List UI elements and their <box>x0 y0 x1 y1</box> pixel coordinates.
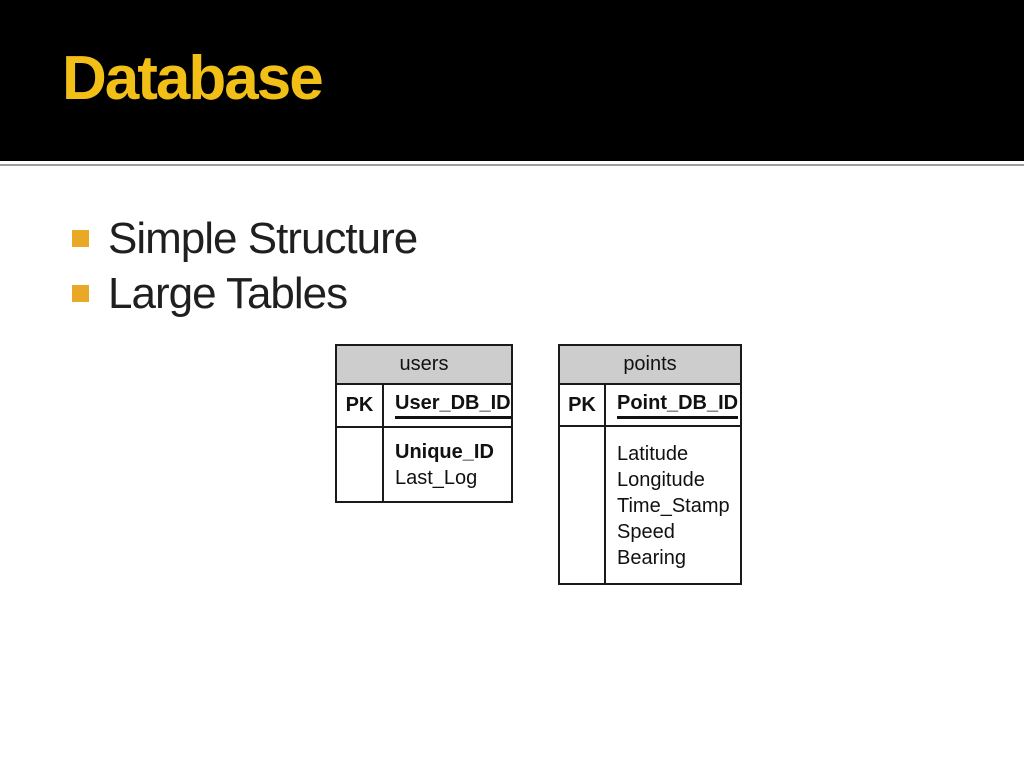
pk-label: PK <box>560 385 606 425</box>
er-table-users-pk-row: PK User_DB_ID <box>337 385 511 428</box>
er-table-points-pk-row: PK Point_DB_ID <box>560 385 740 427</box>
bullet-square-icon <box>72 230 89 247</box>
field-name: Latitude <box>617 443 689 465</box>
er-table-users-title: users <box>337 346 511 385</box>
field-name: Speed <box>617 521 675 543</box>
er-table-points: points PK Point_DB_ID Latitude Longitude… <box>558 344 742 585</box>
fields-cell: Unique_ID Last_Log <box>384 428 511 501</box>
slide-title: Database <box>62 44 324 113</box>
field-name: Time_Stamp <box>617 495 730 517</box>
bullet-text: Large Tables <box>108 268 348 318</box>
pk-field-name: Point_DB_ID <box>617 392 739 419</box>
bullet-list: Simple Structure Large Tables <box>72 211 418 321</box>
pk-field-cell: Point_DB_ID <box>606 385 740 425</box>
er-table-users-fields-row: Unique_ID Last_Log <box>337 428 511 501</box>
bullet-item: Large Tables <box>72 266 417 321</box>
pk-field-cell: User_DB_ID <box>384 385 511 426</box>
pk-empty-cell <box>560 427 606 583</box>
field-name: Bearing <box>617 547 686 569</box>
bullet-item: Simple Structure <box>72 211 418 266</box>
er-table-points-title: points <box>560 346 740 385</box>
pk-field-name: User_DB_ID <box>395 392 511 419</box>
field-name: Last_Log <box>395 467 478 489</box>
fields-cell: Latitude Longitude Time_Stamp Speed Bear… <box>606 427 740 583</box>
bullet-square-icon <box>72 285 89 302</box>
field-name: Longitude <box>617 469 705 491</box>
field-name: Unique_ID <box>395 441 494 463</box>
bullet-text: Simple Structure <box>108 213 418 263</box>
separator-line <box>0 164 1024 166</box>
er-table-users: users PK User_DB_ID Unique_ID Last_Log <box>335 344 513 503</box>
pk-empty-cell <box>337 428 384 501</box>
pk-label: PK <box>337 385 384 426</box>
title-band: Database <box>0 0 1024 161</box>
er-table-points-fields-row: Latitude Longitude Time_Stamp Speed Bear… <box>560 427 740 583</box>
